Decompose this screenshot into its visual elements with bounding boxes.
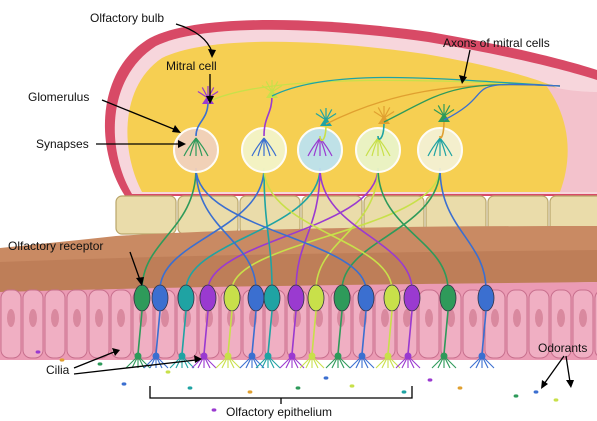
odorant-molecule	[428, 378, 433, 381]
odorant-molecule	[248, 390, 253, 393]
supporting-cell-nucleus	[7, 309, 15, 327]
label-cilia: Cilia	[46, 363, 70, 377]
odorant-molecule	[98, 362, 103, 365]
odorant-molecule	[60, 358, 65, 361]
odorant-molecule	[166, 370, 171, 373]
receptor-cell-body	[404, 285, 420, 311]
label-olfactory-receptor: Olfactory receptor	[8, 239, 103, 253]
supporting-cell-nucleus	[557, 309, 565, 327]
odorant-molecule	[324, 376, 329, 379]
receptor-cell-body	[308, 285, 324, 311]
supporting-cell-nucleus	[51, 309, 59, 327]
odorant-molecule	[122, 382, 127, 385]
label-axons-of-mitral-cells: Axons of mitral cells	[443, 36, 550, 50]
label-olfactory-epithelium: Olfactory epithelium	[226, 405, 332, 419]
supporting-cell-nucleus	[381, 309, 389, 327]
receptor-cell-body	[440, 285, 456, 311]
arrowhead-odorants-1	[541, 380, 548, 389]
supporting-cell-nucleus	[535, 309, 543, 327]
odorant-molecule	[458, 386, 463, 389]
odorant-molecule	[296, 386, 301, 389]
receptor-cell-body	[248, 285, 264, 311]
supporting-cell-nucleus	[513, 309, 521, 327]
supporting-cell-nucleus	[29, 309, 37, 327]
label-olfactory-bulb: Olfactory bulb	[90, 11, 164, 25]
odorant-molecule	[402, 390, 407, 393]
supporting-cell-nucleus	[579, 309, 587, 327]
supporting-cell-nucleus	[491, 309, 499, 327]
supporting-cell-nucleus	[425, 309, 433, 327]
odorant-molecule	[554, 398, 559, 401]
bone-block	[178, 196, 238, 234]
odorant-molecule	[212, 408, 217, 411]
receptor-cell-body	[200, 285, 216, 311]
supporting-cell-nucleus	[161, 309, 169, 327]
odorant-molecule	[188, 386, 193, 389]
supporting-cell-nucleus	[469, 309, 477, 327]
odorant-molecule	[534, 390, 539, 393]
receptor-cell-body	[478, 285, 494, 311]
receptor-cell-body	[178, 285, 194, 311]
arrowhead-odorants-2	[566, 380, 574, 388]
receptor-cell-body	[134, 285, 150, 311]
label-mitral-cell: Mitral cell	[166, 59, 217, 73]
receptor-cell-body	[358, 285, 374, 311]
receptor-cell-body	[334, 285, 350, 311]
bone-block	[116, 196, 176, 234]
supporting-cell-nucleus	[73, 309, 81, 327]
odorant-molecule	[514, 394, 519, 397]
receptor-cell-body	[264, 285, 280, 311]
receptor-cell-body	[224, 285, 240, 311]
receptor-cell-body	[384, 285, 400, 311]
odorant-molecule	[36, 350, 41, 353]
leader-odorants-1	[544, 356, 564, 384]
receptor-cell-body	[288, 285, 304, 311]
odorant-molecule	[350, 384, 355, 387]
supporting-cell-nucleus	[403, 309, 411, 327]
supporting-cell-nucleus	[95, 309, 103, 327]
label-odorants: Odorants	[538, 341, 587, 355]
label-synapses: Synapses	[36, 137, 89, 151]
label-glomerulus: Glomerulus	[28, 90, 89, 104]
receptor-cell-body	[152, 285, 168, 311]
supporting-cell-nucleus	[117, 309, 125, 327]
